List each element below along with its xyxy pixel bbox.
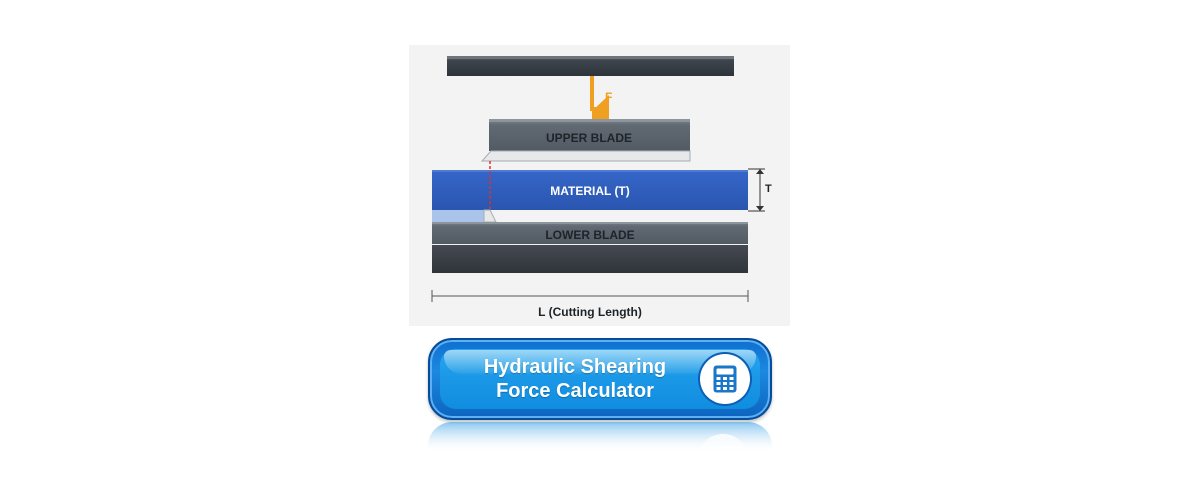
calculator-button-label-line1: Hydraulic Shearing [483, 356, 667, 378]
diagram-svg: F UPPER BLADE MATERIAL (T) T LOWER BLADE [431, 56, 772, 319]
material-plate [432, 170, 748, 210]
calculator-icon-badge [700, 354, 750, 404]
lower-blade-label: LOWER BLADE [545, 228, 634, 242]
calculator-button[interactable]: Hydraulic Shearing Force Calculator [428, 338, 772, 420]
upper-blade [489, 119, 690, 151]
thickness-dimension [748, 168, 765, 212]
thickness-label: T [765, 183, 772, 195]
ram-beam [447, 56, 734, 76]
upper-blade-label: UPPER BLADE [546, 131, 632, 145]
button-reflection [428, 422, 772, 450]
calculator-button-label: Hydraulic Shearing Force Calculator [460, 355, 690, 403]
machine-base [432, 245, 748, 273]
material-label: MATERIAL (T) [550, 184, 630, 198]
force-label: F [605, 90, 612, 104]
upper-blade-edge [480, 150, 691, 162]
force-arrow-icon [590, 76, 609, 119]
length-dimension [431, 290, 749, 302]
calculator-button-label-line2: Force Calculator [496, 380, 654, 402]
calculator-icon [713, 365, 737, 393]
lower-blade [432, 222, 748, 244]
shearing-diagram: F UPPER BLADE MATERIAL (T) T LOWER BLADE [409, 45, 790, 326]
length-label: L (Cutting Length) [538, 305, 642, 319]
